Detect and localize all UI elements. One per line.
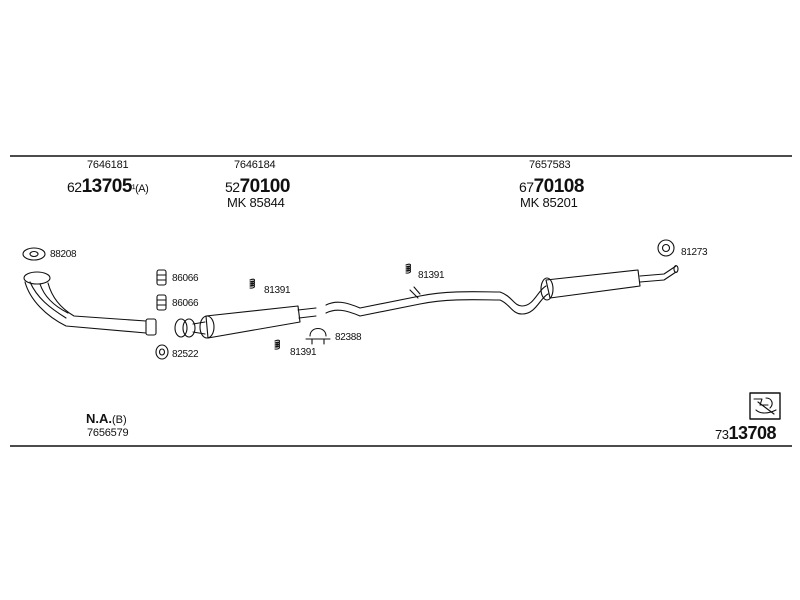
code-suffix: ¹(A) bbox=[131, 183, 149, 195]
rubber-hanger-icon bbox=[155, 344, 169, 360]
part-label: 82522 bbox=[172, 349, 199, 360]
header-center-mk: MK 85844 bbox=[227, 195, 285, 210]
spring-hanger-icon bbox=[249, 278, 256, 289]
header-right-ref: 7657583 bbox=[529, 159, 571, 171]
header-left-ref: 7646181 bbox=[87, 159, 129, 171]
front-pipe bbox=[23, 271, 157, 336]
spring-hanger-icon bbox=[405, 263, 412, 274]
footer-na-ref: 7656579 bbox=[87, 427, 129, 439]
na-suffix: (B) bbox=[112, 414, 127, 426]
joint-ring-icon bbox=[174, 318, 206, 338]
header-right-code: 6770108 bbox=[519, 177, 584, 196]
part-label: 81273 bbox=[681, 247, 708, 258]
code-prefix: 52 bbox=[225, 179, 240, 195]
clamp-icon bbox=[156, 269, 167, 286]
header-right-mk: MK 85201 bbox=[520, 195, 578, 210]
rubber-hanger-icon bbox=[657, 239, 675, 257]
footer-na-label: N.A.(B) bbox=[86, 412, 127, 426]
gasket-icon bbox=[22, 247, 46, 261]
info-sheet-icon bbox=[749, 392, 781, 420]
u-bolt-clamp-icon bbox=[305, 327, 331, 345]
part-label: 82388 bbox=[335, 332, 362, 343]
part-label: 86066 bbox=[172, 298, 199, 309]
code-main: 70100 bbox=[239, 176, 291, 197]
front-silencer bbox=[199, 305, 317, 339]
part-label: 88208 bbox=[50, 249, 77, 260]
middle-pipe bbox=[325, 285, 549, 317]
na-text: N.A. bbox=[86, 411, 112, 426]
footer-code: 7313708 bbox=[715, 423, 777, 443]
code-prefix: 62 bbox=[67, 179, 82, 195]
code-prefix: 73 bbox=[715, 427, 729, 442]
code-prefix: 67 bbox=[519, 179, 534, 195]
rear-silencer bbox=[540, 264, 679, 301]
part-label: 81391 bbox=[264, 285, 291, 296]
part-label: 81391 bbox=[290, 347, 317, 358]
code-main: 13705 bbox=[81, 176, 133, 197]
header-left-code: 6213705¹(A) bbox=[67, 176, 149, 197]
code-main: 13708 bbox=[728, 423, 777, 443]
spring-hanger-icon bbox=[274, 339, 281, 350]
header-center-code: 5270100 bbox=[225, 177, 290, 196]
header-center-ref: 7646184 bbox=[234, 159, 276, 171]
part-label: 81391 bbox=[418, 270, 445, 281]
clamp-icon bbox=[156, 294, 167, 311]
code-main: 70108 bbox=[533, 176, 585, 197]
part-label: 86066 bbox=[172, 273, 199, 284]
